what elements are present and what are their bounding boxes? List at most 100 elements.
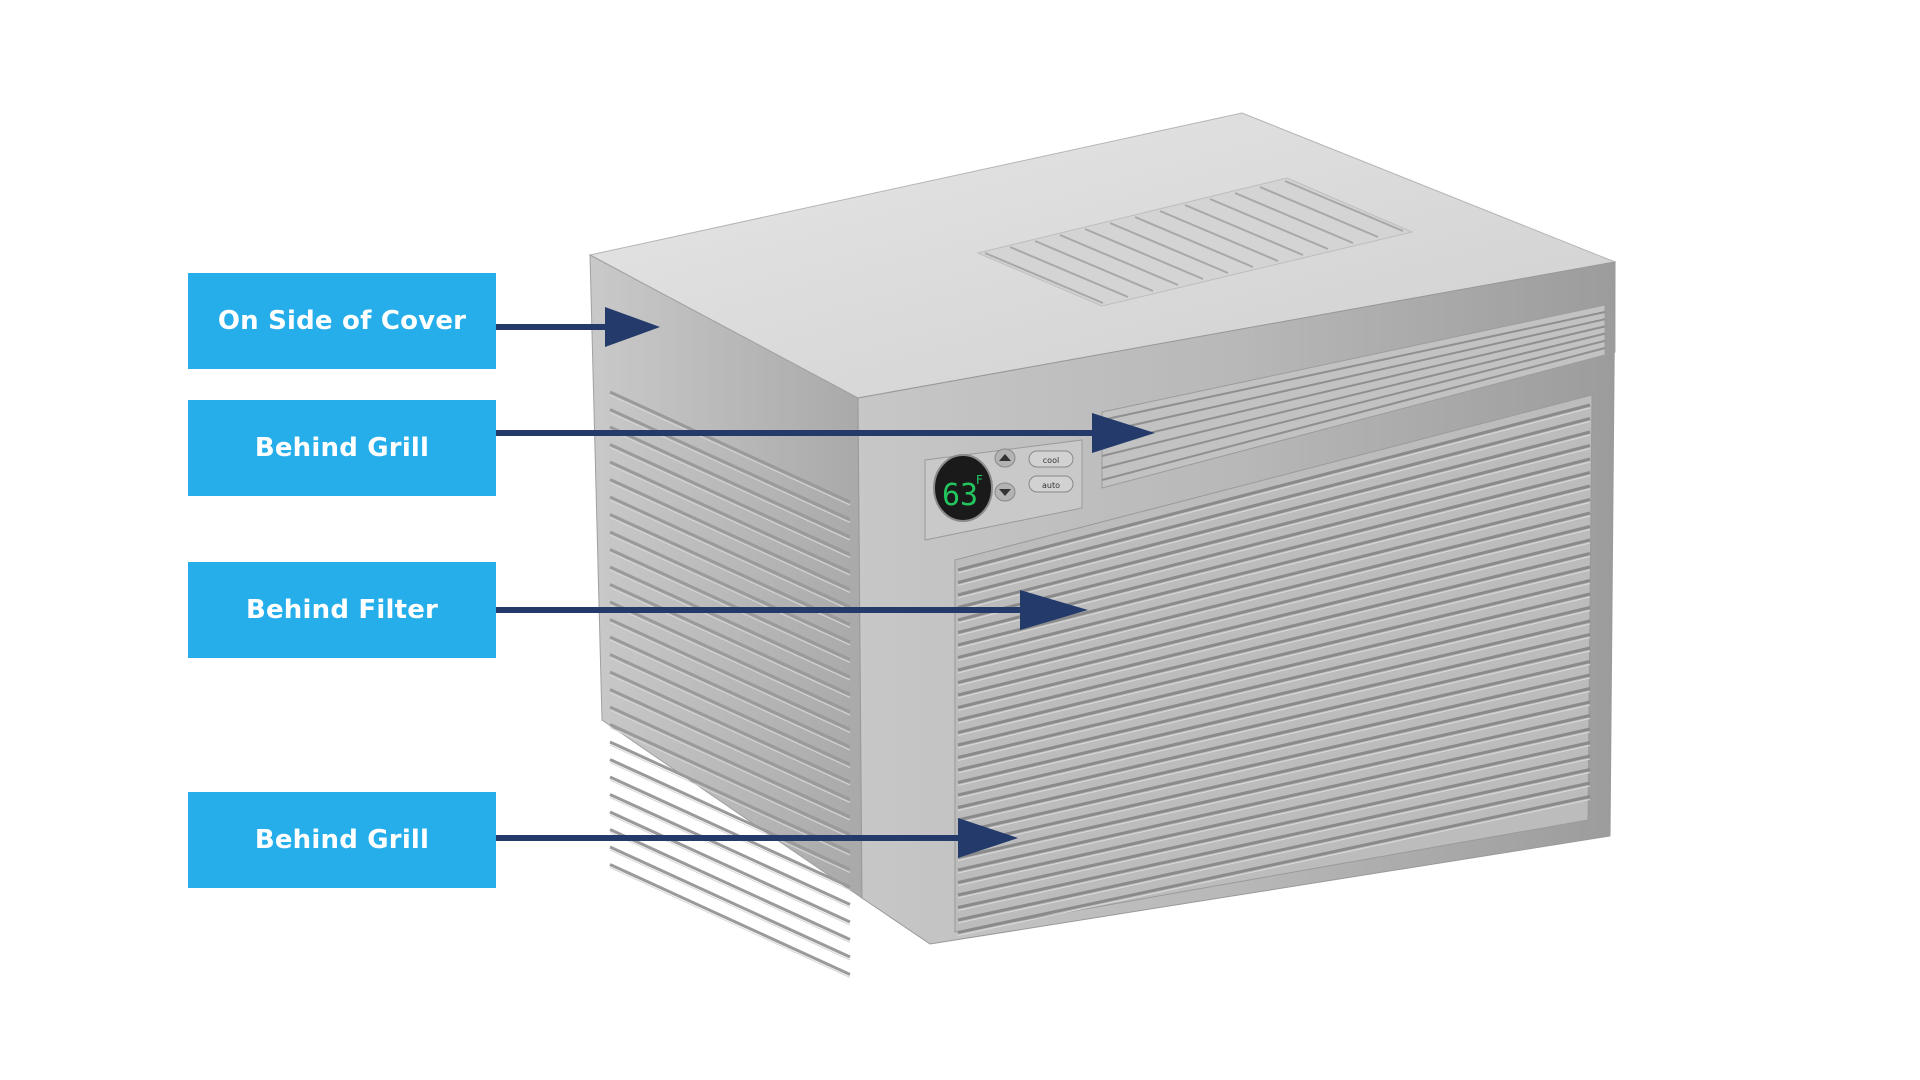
louver-slat <box>609 460 851 574</box>
louver-slat <box>957 781 1591 922</box>
auto-button[interactable]: auto <box>1028 475 1074 493</box>
louver-slat <box>609 828 851 941</box>
louver-slat <box>957 664 1591 811</box>
arrow-1 <box>493 307 660 347</box>
louver-slat <box>984 252 1104 304</box>
down-button[interactable] <box>994 482 1016 502</box>
louver-slat <box>957 606 1591 759</box>
louver-slat <box>609 482 851 593</box>
louver-slat <box>1101 339 1606 469</box>
louver-slat <box>957 592 1591 747</box>
louver-slat <box>957 461 1591 624</box>
louver-slat <box>609 867 851 978</box>
louver-slat <box>1101 318 1606 433</box>
louver-slat <box>957 565 1591 722</box>
main-front-louvers <box>957 403 1591 936</box>
louver-slat <box>609 674 851 786</box>
louver-slat <box>609 583 851 696</box>
louver-slat <box>609 635 851 749</box>
louver-slat <box>609 653 851 766</box>
louver-slat <box>1059 234 1179 286</box>
louver-slat <box>957 795 1591 934</box>
louver-slat <box>609 394 851 506</box>
louver-slat <box>957 799 1591 936</box>
louver-slat <box>957 403 1591 572</box>
louver-slat <box>1134 216 1254 268</box>
louver-slat <box>957 542 1591 699</box>
louver-slat <box>609 425 851 539</box>
louver-slat <box>609 548 851 661</box>
louver-slat <box>957 596 1591 749</box>
cool-button[interactable]: cool <box>1028 450 1074 468</box>
louver-slat <box>957 488 1591 649</box>
chevron-up-icon <box>999 454 1011 461</box>
louver-slat <box>957 677 1591 824</box>
louver-slat <box>1101 347 1606 481</box>
louver-slat <box>609 513 851 626</box>
louver-slat <box>957 714 1591 859</box>
louver-slat <box>957 538 1591 697</box>
louver-slat <box>957 660 1591 809</box>
louver-slat <box>957 511 1591 672</box>
louver-slat <box>957 691 1591 836</box>
top-vent-slats <box>984 180 1404 304</box>
louver-slat <box>609 688 851 801</box>
louver-slat <box>609 705 851 819</box>
louver-slat <box>609 565 851 679</box>
louver-slat <box>957 529 1591 686</box>
louver-slat <box>957 768 1591 909</box>
louver-slat <box>957 610 1591 761</box>
louver-slat <box>1109 222 1229 274</box>
louver-slat <box>957 718 1591 861</box>
louver-slat <box>609 390 851 504</box>
louver-slat <box>957 785 1591 924</box>
louver-slat <box>957 650 1591 799</box>
upper-front-louvers <box>1101 311 1606 481</box>
louver-slat <box>1009 246 1129 298</box>
louver-slat <box>609 464 851 576</box>
label-behind-filter: Behind Filter <box>188 562 496 658</box>
louver-slat <box>957 407 1591 574</box>
up-button[interactable] <box>994 448 1016 468</box>
louver-slat <box>609 692 851 803</box>
display-unit: F <box>976 473 983 487</box>
chevron-down-icon <box>999 489 1011 496</box>
louver-slat <box>957 502 1591 661</box>
louver-slat <box>609 530 851 644</box>
louver-slat <box>1084 228 1204 280</box>
louver-slat <box>609 604 851 716</box>
louver-slat <box>1101 332 1606 457</box>
arrow-4 <box>493 818 1018 858</box>
louver-slat <box>609 534 851 646</box>
louver-slat <box>957 434 1591 599</box>
louver-slat <box>609 709 851 821</box>
louver-slat <box>957 552 1591 709</box>
louver-slat <box>957 457 1591 622</box>
louver-slat <box>957 515 1591 674</box>
display-temperature: 63 <box>942 478 978 513</box>
label-on-side-of-cover: On Side of Cover <box>188 273 496 369</box>
louver-slat <box>609 849 851 961</box>
louver-slat <box>609 762 851 873</box>
louver-slat <box>609 657 851 768</box>
temperature-display <box>933 454 993 522</box>
louver-slat <box>1184 204 1304 256</box>
louver-slat <box>957 569 1591 724</box>
louver-slat <box>1259 186 1379 238</box>
louver-slat <box>1209 198 1329 250</box>
louver-slat <box>957 444 1591 609</box>
louver-slat <box>609 814 851 926</box>
louver-slat <box>957 579 1591 734</box>
louver-slat <box>957 623 1591 774</box>
louver-slat <box>957 421 1591 586</box>
louver-slat <box>957 484 1591 647</box>
louver-slat <box>957 633 1591 784</box>
louver-slat <box>609 727 851 838</box>
louver-slat <box>957 556 1591 711</box>
louver-slat <box>957 525 1591 684</box>
louver-slat <box>609 618 851 731</box>
louver-slat <box>957 646 1591 797</box>
louver-slat <box>957 758 1591 899</box>
louver-slat <box>1159 210 1279 262</box>
louver-slat <box>957 448 1591 611</box>
